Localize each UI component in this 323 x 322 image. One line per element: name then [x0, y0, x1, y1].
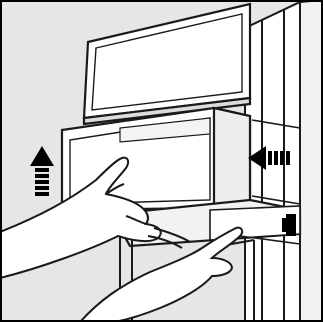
instruction-illustration	[0, 0, 323, 322]
fridge-drawer-removal-diagram	[0, 0, 323, 322]
